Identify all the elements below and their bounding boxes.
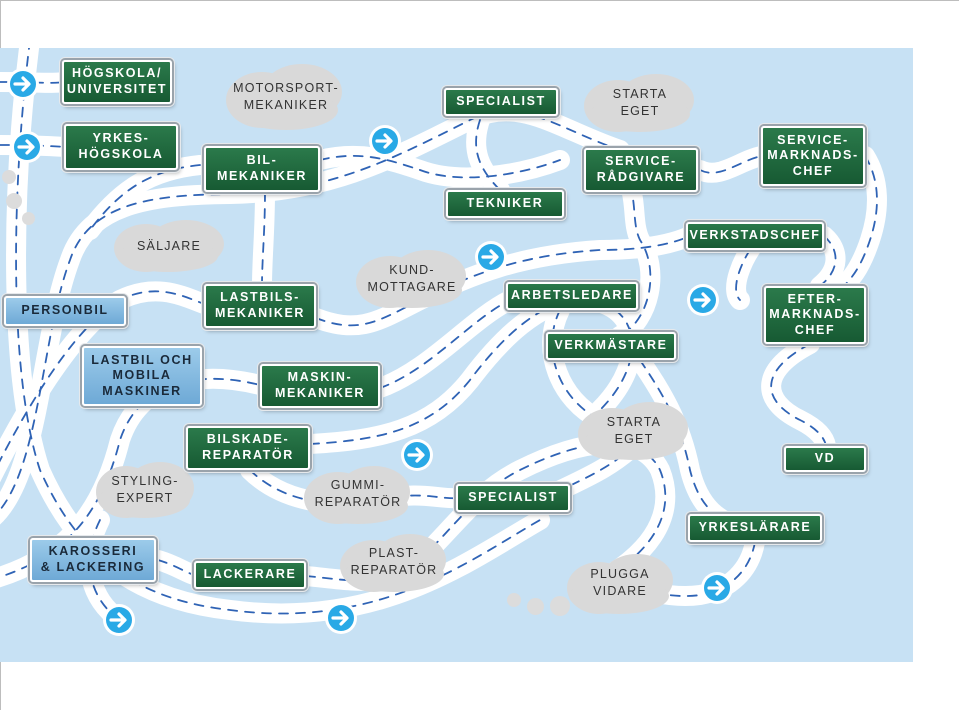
cloud-label: SÄLJARE (137, 238, 201, 253)
road-centerline (249, 469, 461, 505)
sign-karosseri-lackering: KAROSSERI & LACKERING (30, 538, 156, 582)
arrow-right-circle-icon (324, 601, 358, 635)
arrow-right-circle-icon (102, 603, 136, 637)
top-border (0, 0, 959, 1)
cloud-label: KUND- MOTTAGARE (367, 263, 457, 294)
sign-eftermarknadschef: EFTER- MARKNADS- CHEF (764, 286, 866, 344)
road-centerline (309, 299, 633, 445)
sign-vd: VD (784, 446, 866, 472)
sign-yrkeslarare: YRKESLÄRARE (688, 514, 822, 542)
road-centerline (475, 119, 501, 191)
arrow-right-circle-icon (10, 130, 44, 164)
cloud-dot (507, 593, 521, 607)
sign-servicerad: SERVICE- RÅDGIVARE (584, 148, 698, 192)
road-segment (542, 300, 610, 430)
sign-verkstadschef: VERKSTADSCHEF (686, 222, 824, 250)
cloud-label: MOTORSPORT- MEKANIKER (233, 81, 339, 112)
arrow-right-circle-icon (686, 283, 720, 317)
road-segment (252, 182, 275, 295)
road-centerline (0, 81, 65, 84)
sign-arbetsledare: ARBETSLEDARE (506, 282, 638, 310)
cloud-kundmottagare: KUND- MOTTAGARE (352, 248, 472, 310)
cloud-label: STARTA EGET (612, 87, 668, 118)
sign-lackerare: LACKERARE (194, 561, 306, 589)
cloud-motorsport: MOTORSPORT- MEKANIKER (222, 62, 350, 132)
arrow-right-circle-icon (700, 571, 734, 605)
cloud-plugga-vidare: PLUGGA VIDARE (563, 550, 677, 616)
cloud-dot (6, 193, 22, 209)
road-centerline (839, 155, 878, 291)
sign-personbil: PERSONBIL (4, 296, 126, 326)
road-centerline (379, 299, 511, 389)
road-centerline (319, 154, 561, 179)
cloud-label: PLAST- REPARATÖR (350, 546, 438, 577)
cloud-saljare: SÄLJARE (110, 218, 228, 274)
cloud-styling-expert: STYLING- EXPERT (92, 460, 198, 520)
sign-bilskadereparator: BILSKADE- REPARATÖR (186, 426, 310, 470)
road-centerline (819, 235, 837, 287)
cloud-dot (2, 170, 16, 184)
sign-servicemarknadschef: SERVICE- MARKNADS- CHEF (761, 126, 865, 186)
cloud-label: PLUGGA VIDARE (590, 567, 650, 598)
cloud-gummi: GUMMI- REPARATÖR (300, 462, 416, 526)
road-centerline (261, 191, 266, 286)
road-centerline (619, 169, 652, 337)
sign-lastbil-mobila-maskiner: LASTBIL OCH MOBILA MASKINER (82, 346, 202, 406)
road-segment (761, 334, 836, 456)
cloud-starta-eget-top: STARTA EGET (580, 72, 700, 134)
sign-lastbilsmekaniker: LASTBILS- MEKANIKER (204, 284, 316, 328)
cloud-label: STARTA EGET (606, 415, 662, 446)
sign-specialist-bottom: SPECIALIST (456, 484, 570, 512)
cloud-label: GUMMI- REPARATÖR (314, 478, 402, 509)
arrow-right-circle-icon (368, 124, 402, 158)
road-centerline (770, 343, 827, 447)
sign-bilmekaniker: BIL- MEKANIKER (204, 146, 320, 192)
cloud-dot (550, 596, 570, 616)
cloud-starta-eget-mid: STARTA EGET (574, 400, 694, 462)
cloud-dot (22, 212, 35, 225)
sign-hogskola-universitet: HÖGSKOLA/ UNIVERSITET (62, 60, 172, 104)
sign-verkmastare: VERKMÄSTARE (546, 332, 676, 360)
road-segment (80, 155, 210, 240)
sign-specialist-top: SPECIALIST (444, 88, 558, 116)
road-centerline (157, 559, 195, 576)
road-centerline (699, 155, 763, 174)
arrow-right-circle-icon (474, 240, 508, 274)
sign-tekniker: TEKNIKER (446, 190, 564, 218)
cloud-dot (527, 598, 544, 615)
sign-maskinmekaniker: MASKIN- MEKANIKER (260, 364, 380, 408)
sign-yrkeshogskola: YRKES- HÖGSKOLA (64, 124, 178, 170)
cloud-plast: PLAST- REPARATÖR (336, 530, 452, 594)
road-centerline (0, 110, 621, 512)
road-segment (466, 110, 510, 200)
road-centerline (639, 359, 741, 529)
cloud-label: STYLING- EXPERT (111, 474, 179, 505)
arrow-right-circle-icon (400, 438, 434, 472)
arrow-right-circle-icon (6, 67, 40, 101)
